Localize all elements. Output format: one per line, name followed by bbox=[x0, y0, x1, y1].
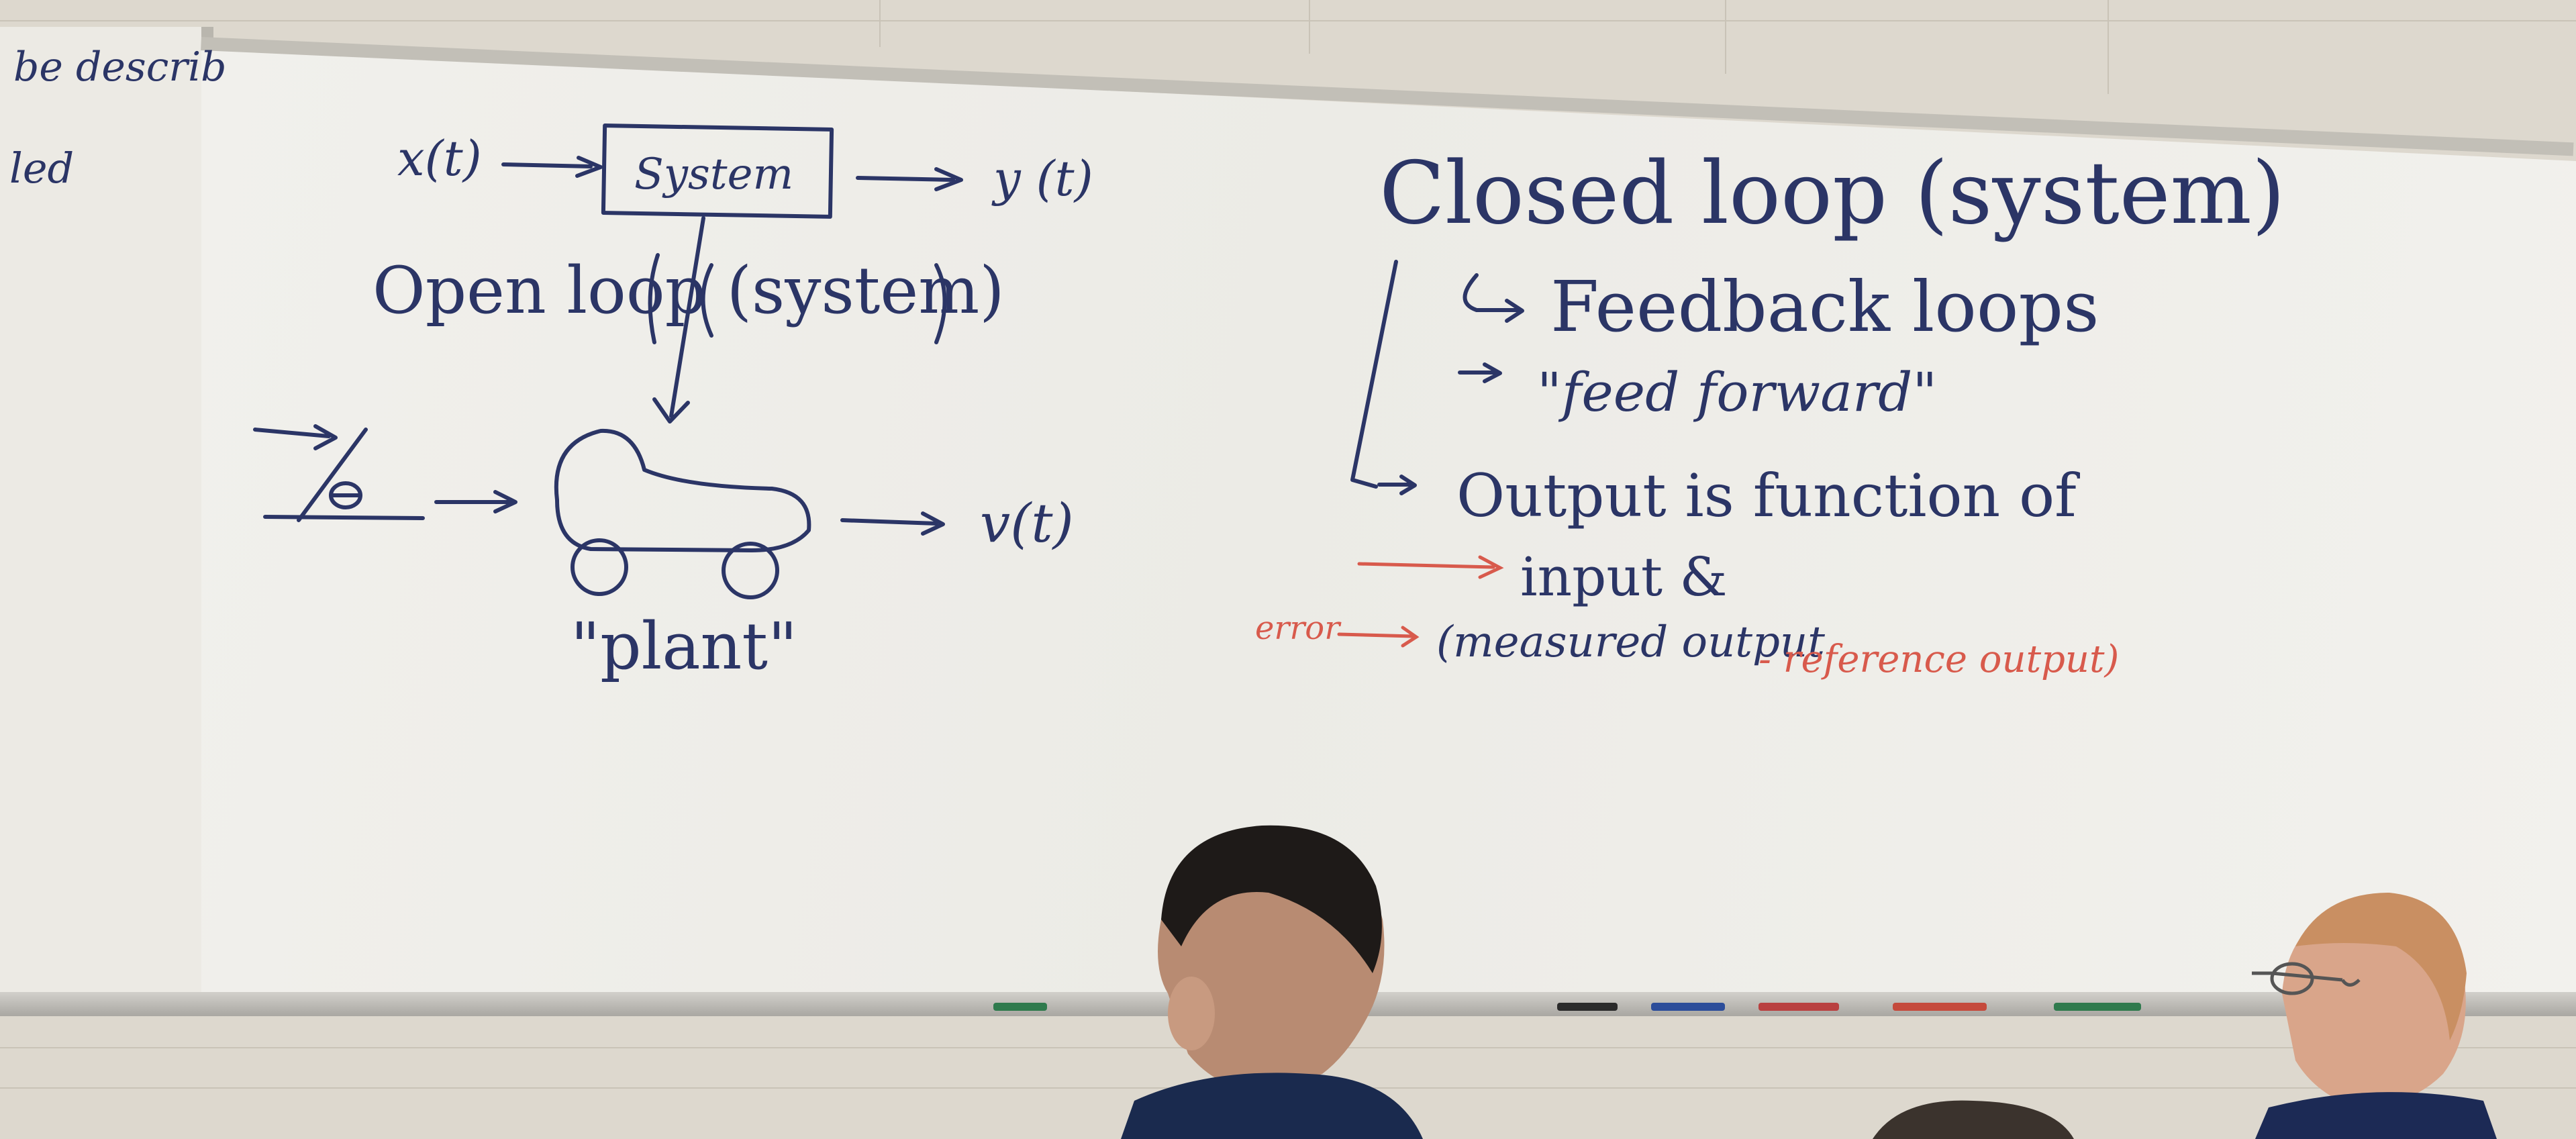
system-box-label: System bbox=[634, 150, 794, 199]
pedal-line bbox=[263, 515, 425, 520]
error-red-arrow bbox=[1337, 626, 1420, 648]
left-panel-text: led bbox=[9, 144, 75, 193]
brick-joint bbox=[1309, 0, 1310, 54]
red-marker bbox=[1758, 1003, 1839, 1011]
arrow-system-to-plant bbox=[652, 216, 705, 424]
blue-marker bbox=[1651, 1003, 1725, 1011]
green-marker bbox=[2054, 1003, 2141, 1011]
output-arrow bbox=[1377, 475, 1417, 495]
input-and-text: input & bbox=[1520, 546, 1728, 608]
student-head bbox=[1873, 1100, 2074, 1139]
output-function-text: Output is function of bbox=[1456, 461, 2077, 530]
student-head bbox=[1121, 825, 1423, 1139]
open-loop-paren bbox=[701, 263, 947, 344]
car-wheel-icon bbox=[571, 538, 628, 596]
error-label: error bbox=[1255, 609, 1340, 647]
closed-loop-bracket bbox=[1350, 260, 1398, 489]
red-marker bbox=[1893, 1003, 1987, 1011]
student-head bbox=[2252, 893, 2497, 1139]
system-input-label: x(t) bbox=[397, 130, 482, 187]
plant-output-label: v(t) bbox=[980, 492, 1074, 554]
brick-joint bbox=[1725, 0, 1726, 74]
plant-label: "plant" bbox=[571, 609, 798, 684]
arrow-pedal-to-car bbox=[434, 490, 517, 513]
brick-joint bbox=[879, 0, 881, 47]
black-marker bbox=[1557, 1003, 1618, 1011]
arrow-input-to-system bbox=[501, 156, 603, 178]
feedback-loops-text: Feedback loops bbox=[1550, 266, 2099, 348]
arrow-system-to-output bbox=[856, 167, 963, 191]
green-marker bbox=[993, 1003, 1047, 1011]
error-expression-reference: - reference output) bbox=[1758, 638, 2120, 681]
open-loop-bracket bbox=[648, 253, 660, 344]
arrow-car-to-output bbox=[840, 511, 945, 536]
left-panel-text: be describ bbox=[13, 44, 227, 91]
error-expression-measured: (measured output bbox=[1436, 617, 1825, 667]
pedal-slash bbox=[297, 428, 368, 522]
car-icon bbox=[554, 428, 811, 552]
input-red-arrow bbox=[1357, 555, 1504, 579]
closed-loop-title: Closed loop (system) bbox=[1379, 144, 2285, 244]
feed-forward-text: "feed forward" bbox=[1537, 361, 1938, 424]
system-box bbox=[601, 123, 834, 219]
pedal-arrow-icon bbox=[253, 424, 338, 450]
whiteboard-main bbox=[201, 47, 2576, 993]
car-wheel-icon bbox=[722, 542, 779, 599]
brick-joint bbox=[2108, 0, 2109, 94]
brick-joint bbox=[0, 20, 2576, 21]
whiteboard-left-panel bbox=[0, 27, 213, 993]
feedback-hook-icon bbox=[1463, 273, 1524, 323]
system-output-label: y (t) bbox=[993, 150, 1093, 207]
feedforward-arrow bbox=[1458, 362, 1502, 383]
